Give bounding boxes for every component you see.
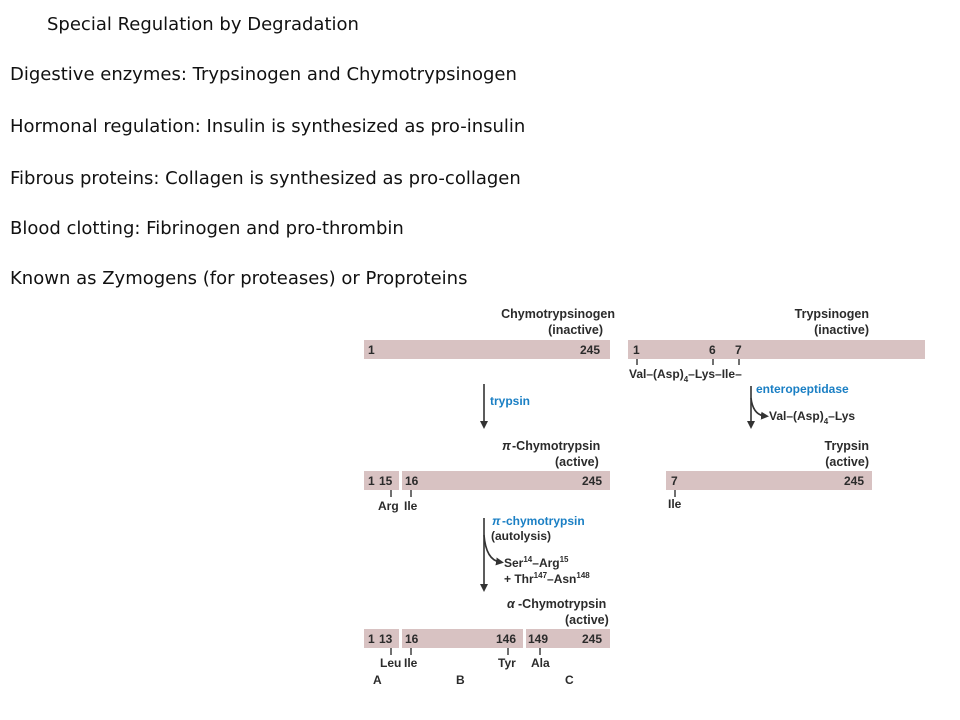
trypsinogen-n7: 7	[735, 343, 742, 357]
trypsin-start: 7	[671, 474, 678, 488]
trypsinogen-state: (inactive)	[814, 323, 869, 337]
residue-ile16: Ile	[404, 499, 418, 513]
alpha-n146: 146	[496, 632, 516, 646]
autolysis-symbol: π	[492, 514, 501, 528]
alpha-chain-c-bar	[526, 629, 610, 648]
pi-chymotrypsin-label: -Chymotrypsin	[512, 439, 600, 453]
residue-ile16b: Ile	[404, 656, 418, 670]
alpha-chain-a-bar	[364, 629, 399, 648]
autolysis-sub: (autolysis)	[491, 529, 551, 543]
trypsin-state: (active)	[825, 455, 869, 469]
bullet-fibrous-proteins: Fibrous proteins: Collagen is synthesize…	[10, 168, 521, 189]
enteropeptidase-label: enteropeptidase	[756, 382, 849, 396]
pi-chymotrypsin-bar-b	[402, 471, 610, 490]
chain-c-label: C	[565, 673, 574, 687]
residue-leu13: Leu	[380, 656, 401, 670]
pi-chymotrypsin-symbol: π	[502, 439, 512, 453]
pi-chymotrypsin-end: 245	[582, 474, 602, 488]
residue-ala149: Ala	[531, 656, 550, 670]
trypsinogen-label: Trypsinogen	[795, 307, 869, 321]
pi-chymotrypsin-bar-a	[364, 471, 399, 490]
chymotrypsinogen-end: 245	[580, 343, 600, 357]
bullet-digestive-enzymes: Digestive enzymes: Trypsinogen and Chymo…	[10, 64, 517, 85]
chymotrypsinogen-start: 1	[368, 343, 375, 357]
trypsin-end: 245	[844, 474, 864, 488]
pi-chymotrypsin-n15: 15	[379, 474, 393, 488]
pi-chymotrypsin-state: (active)	[555, 455, 599, 469]
alpha-n16: 16	[405, 632, 419, 646]
chymotrypsinogen-label: Chymotrypsinogen	[501, 307, 615, 321]
alpha-end: 245	[582, 632, 602, 646]
alpha-n1: 1	[368, 632, 375, 646]
bullet-hormonal-regulation: Hormonal regulation: Insulin is synthesi…	[10, 116, 526, 137]
slide-title: Special Regulation by Degradation	[47, 14, 359, 35]
residue-arg15: Arg	[378, 499, 399, 513]
trypsinogen-n6: 6	[709, 343, 716, 357]
bullet-blood-clotting: Blood clotting: Fibrinogen and pro-throm…	[10, 218, 404, 239]
bullet-zymogens: Known as Zymogens (for proteases) or Pro…	[10, 268, 468, 289]
alpha-n149: 149	[528, 632, 548, 646]
alpha-chain-b-bar	[402, 629, 523, 648]
chain-a-label: A	[373, 673, 382, 687]
chain-b-label: B	[456, 673, 465, 687]
released-dipeptide-1: Ser14–Arg15	[504, 555, 569, 570]
chymotrypsinogen-bar	[364, 340, 610, 359]
trypsin-label: Trypsin	[825, 439, 869, 453]
autolysis-branch-arrow	[483, 534, 504, 566]
trypsinogen-n1: 1	[633, 343, 640, 357]
trypsinogen-bar	[628, 340, 925, 359]
trypsinogen-sequence: Val–(Asp)4–Lys–Ile–	[629, 367, 742, 384]
trypsin-bar	[666, 471, 872, 490]
residue-tyr146: Tyr	[498, 656, 516, 670]
chymotrypsinogen-state: (inactive)	[548, 323, 603, 337]
residue-ile7: Ile	[668, 497, 682, 511]
alpha-chymotrypsin-symbol: α	[507, 597, 516, 611]
pi-chymotrypsin-n1: 1	[368, 474, 375, 488]
alpha-n13: 13	[379, 632, 393, 646]
enteropeptidase-branch-arrow	[750, 397, 769, 420]
alpha-chymotrypsin-label: -Chymotrypsin	[518, 597, 606, 611]
alpha-chymotrypsin-state: (active)	[565, 613, 609, 627]
released-hexapeptide: Val–(Asp)4–Lys	[769, 409, 855, 426]
autolysis-enzyme: -chymotrypsin	[502, 514, 585, 528]
released-dipeptide-2: + Thr147–Asn148	[504, 571, 590, 586]
trypsin-step-label: trypsin	[490, 394, 530, 408]
pi-chymotrypsin-n16: 16	[405, 474, 419, 488]
